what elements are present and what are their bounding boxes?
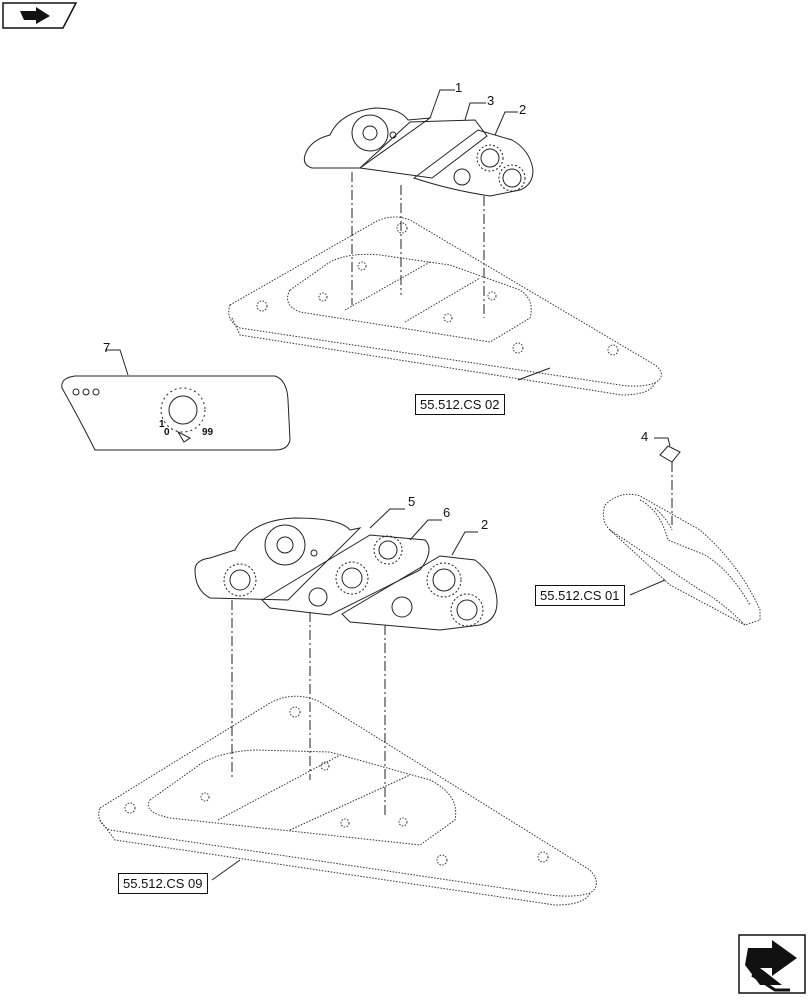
decal-2-lower (341, 555, 498, 631)
projection-lines-lower (231, 600, 386, 815)
callout-2-lower: 2 (481, 517, 489, 532)
ref-link-cs09[interactable]: 55.512.CS 09 (118, 873, 208, 894)
projection-lines-upper (351, 172, 485, 318)
leader-ref-01 (629, 579, 666, 596)
callout-3: 3 (487, 93, 495, 108)
callout-2-upper: 2 (519, 102, 527, 117)
clip-4 (654, 437, 681, 463)
decal-1 (303, 107, 432, 169)
leader-lines-upper (429, 89, 518, 136)
ref-link-cs01[interactable]: 55.512.CS 01 (535, 585, 625, 606)
decal-3 (358, 119, 488, 179)
base-plate-upper (228, 216, 662, 396)
leader-ref-02 (517, 367, 551, 381)
ref-link-cs02[interactable]: 55.512.CS 02 (415, 394, 505, 415)
housing (602, 493, 761, 626)
callout-7: 7 (103, 340, 111, 355)
dial-zero-label: 0 (164, 427, 170, 438)
callout-4: 4 (641, 429, 649, 444)
callout-1: 1 (455, 80, 463, 95)
callout-6: 6 (443, 505, 451, 520)
decal-5 (194, 517, 362, 601)
leader-lines-lower (369, 508, 478, 556)
dial-max-label: 99 (202, 427, 214, 438)
prev-page-icon[interactable] (2, 2, 78, 29)
decal-7 (61, 349, 291, 451)
decal-2-upper (412, 129, 534, 197)
base-plate-lower (98, 695, 597, 906)
leader-ref-09 (211, 859, 241, 881)
callout-5: 5 (408, 494, 416, 509)
decal-6 (261, 534, 430, 616)
next-page-icon[interactable] (738, 934, 806, 994)
dial-min-top-label: 1 (159, 419, 165, 430)
